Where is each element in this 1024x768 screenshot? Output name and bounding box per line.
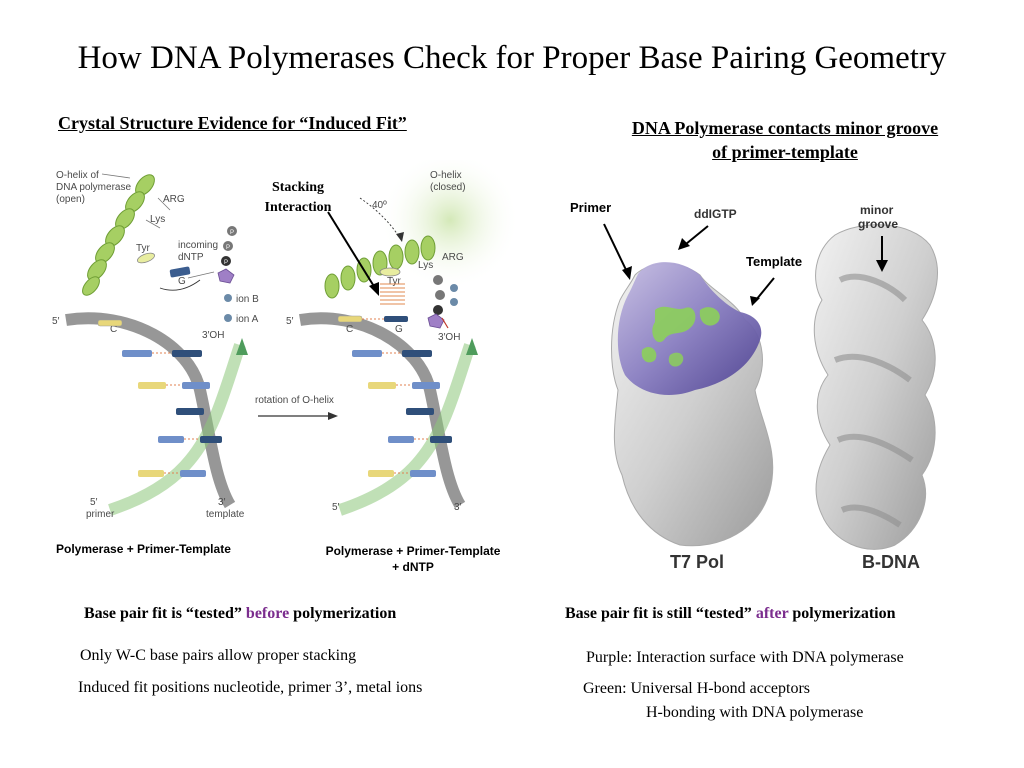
three-prime-bottom-open: 3′ (218, 497, 226, 508)
left-heading: Crystal Structure Evidence for “Induced … (58, 113, 407, 133)
right-fit-statement: Base pair fit is still “tested” after po… (565, 605, 895, 623)
base-g-label-closed: G (395, 324, 403, 335)
open-helix-label-3: (open) (56, 194, 85, 205)
primer-label: Primer (570, 200, 611, 215)
right-heading-line-2: of primer-template (712, 142, 858, 162)
left-fit-highlight: before (245, 605, 290, 622)
closed-helix-label-2: (closed) (430, 182, 466, 193)
phosphate-label-2: P (226, 245, 230, 251)
right-heading-line-1: DNA Polymerase contacts minor groove (631, 118, 939, 138)
arg-label-open: ARG (163, 194, 185, 205)
closed-o-helix (324, 235, 436, 299)
left-note-2: Induced fit positions nucleotide, primer… (78, 679, 423, 696)
closed-helix-label-1: O-helix (430, 170, 462, 181)
right-heading: DNA Polymerase contacts minor groove of … (586, 116, 984, 164)
minor-label-2: groove (858, 217, 898, 231)
t7-pol-label: T7 Pol (670, 552, 724, 572)
template-strand-closed (338, 343, 476, 516)
template-arrow (755, 277, 775, 301)
primer-label-open: primer (86, 509, 115, 520)
incoming-label-1: incoming (178, 240, 218, 251)
open-complex-panel: O-helix of DNA polymerase (open) ARG Lys… (52, 170, 259, 520)
template-label-open: template (206, 509, 245, 520)
three-oh-open: 3′OH (202, 330, 224, 341)
left-fit-post: polymerization (289, 605, 397, 622)
three-oh-closed: 3′OH (438, 332, 460, 343)
slide-title: How DNA Polymerases Check for Proper Bas… (77, 40, 947, 76)
caption-open: Polymerase + Primer-Template (56, 542, 231, 556)
base-c-label-closed: C (346, 324, 353, 335)
right-fit-pre: Base pair fit is still “tested” (565, 605, 756, 622)
caption-closed-line-2: + dNTP (392, 560, 434, 574)
stacking-interaction (380, 283, 405, 305)
surface-figure: Primer ddIGTP Template minor groove T7 P… (570, 200, 938, 572)
five-prime-top-open: 5′ (52, 316, 60, 327)
ion-a-label: ion A (236, 314, 259, 325)
left-note-1: Only W-C base pairs allow proper stackin… (80, 647, 357, 664)
caption-closed: Polymerase + Primer-Template + dNTP (306, 543, 520, 575)
incoming-sugar (217, 268, 235, 284)
ion-b-label: ion B (236, 294, 259, 305)
arg-label-closed: ARG (442, 252, 464, 263)
lys-label-closed: Lys (418, 260, 433, 271)
stacking-label-line-1: Stacking (271, 180, 325, 195)
induced-fit-figure: O-helix of DNA polymerase (open) ARG Lys… (52, 160, 520, 520)
ddigtp-label: ddIGTP (694, 207, 737, 221)
legend-green: Green: Universal H-bond acceptors (583, 680, 811, 697)
three-prime-bottom-closed: 3′ (454, 502, 462, 513)
legend-green-2: H-bonding with DNA polymerase (646, 704, 864, 721)
open-helix-label-1: O-helix of (56, 170, 99, 181)
base-pairs-closed (352, 350, 452, 477)
five-prime-bottom-closed: 5′ (332, 502, 340, 513)
lys-label-open: Lys (150, 214, 165, 225)
t7-pol-surface (611, 262, 774, 547)
right-fit-post: polymerization (788, 605, 896, 622)
b-dna-surface (813, 224, 938, 550)
base-pairs-open (122, 350, 222, 477)
template-strand-open (108, 343, 246, 516)
stacking-label: Stacking Interaction (248, 178, 348, 218)
angle-label: 40º (372, 200, 387, 211)
base-g-label-open: G (178, 276, 186, 287)
phosphate-label-1: P (230, 230, 234, 236)
stacking-arrow (327, 211, 376, 289)
five-prime-top-closed: 5′ (286, 316, 294, 327)
legend-purple: Purple: Interaction surface with DNA pol… (586, 649, 904, 666)
base-c-label-open: C (110, 324, 117, 335)
phosphate-label-3: P (224, 260, 228, 266)
tyr-label-open: Tyr (136, 243, 151, 254)
right-fit-highlight: after (755, 605, 789, 622)
stacking-label-line-2: Interaction (264, 200, 332, 215)
primer-arrow (603, 223, 629, 275)
ddigtp-arrow (685, 225, 709, 245)
left-fit-pre: Base pair fit is “tested” (84, 605, 246, 622)
caption-closed-line-1: Polymerase + Primer-Template (325, 544, 501, 558)
tyr-label-closed: Tyr (387, 276, 402, 287)
left-fit-statement: Base pair fit is “tested” before polymer… (84, 605, 396, 623)
open-o-helix (82, 174, 155, 296)
template-label: Template (746, 254, 802, 269)
open-helix-label-2: DNA polymerase (56, 182, 131, 193)
rotation-label: rotation of O-helix (255, 395, 334, 406)
minor-label-1: minor (860, 203, 894, 217)
closed-complex-panel: O-helix (closed) 40º ARG Lys Tyr (286, 160, 520, 516)
b-dna-label: B-DNA (862, 552, 920, 572)
rotation-arrow: rotation of O-helix (255, 395, 338, 420)
incoming-label-2: dNTP (178, 252, 204, 263)
five-prime-bottom-open: 5′ (90, 497, 98, 508)
